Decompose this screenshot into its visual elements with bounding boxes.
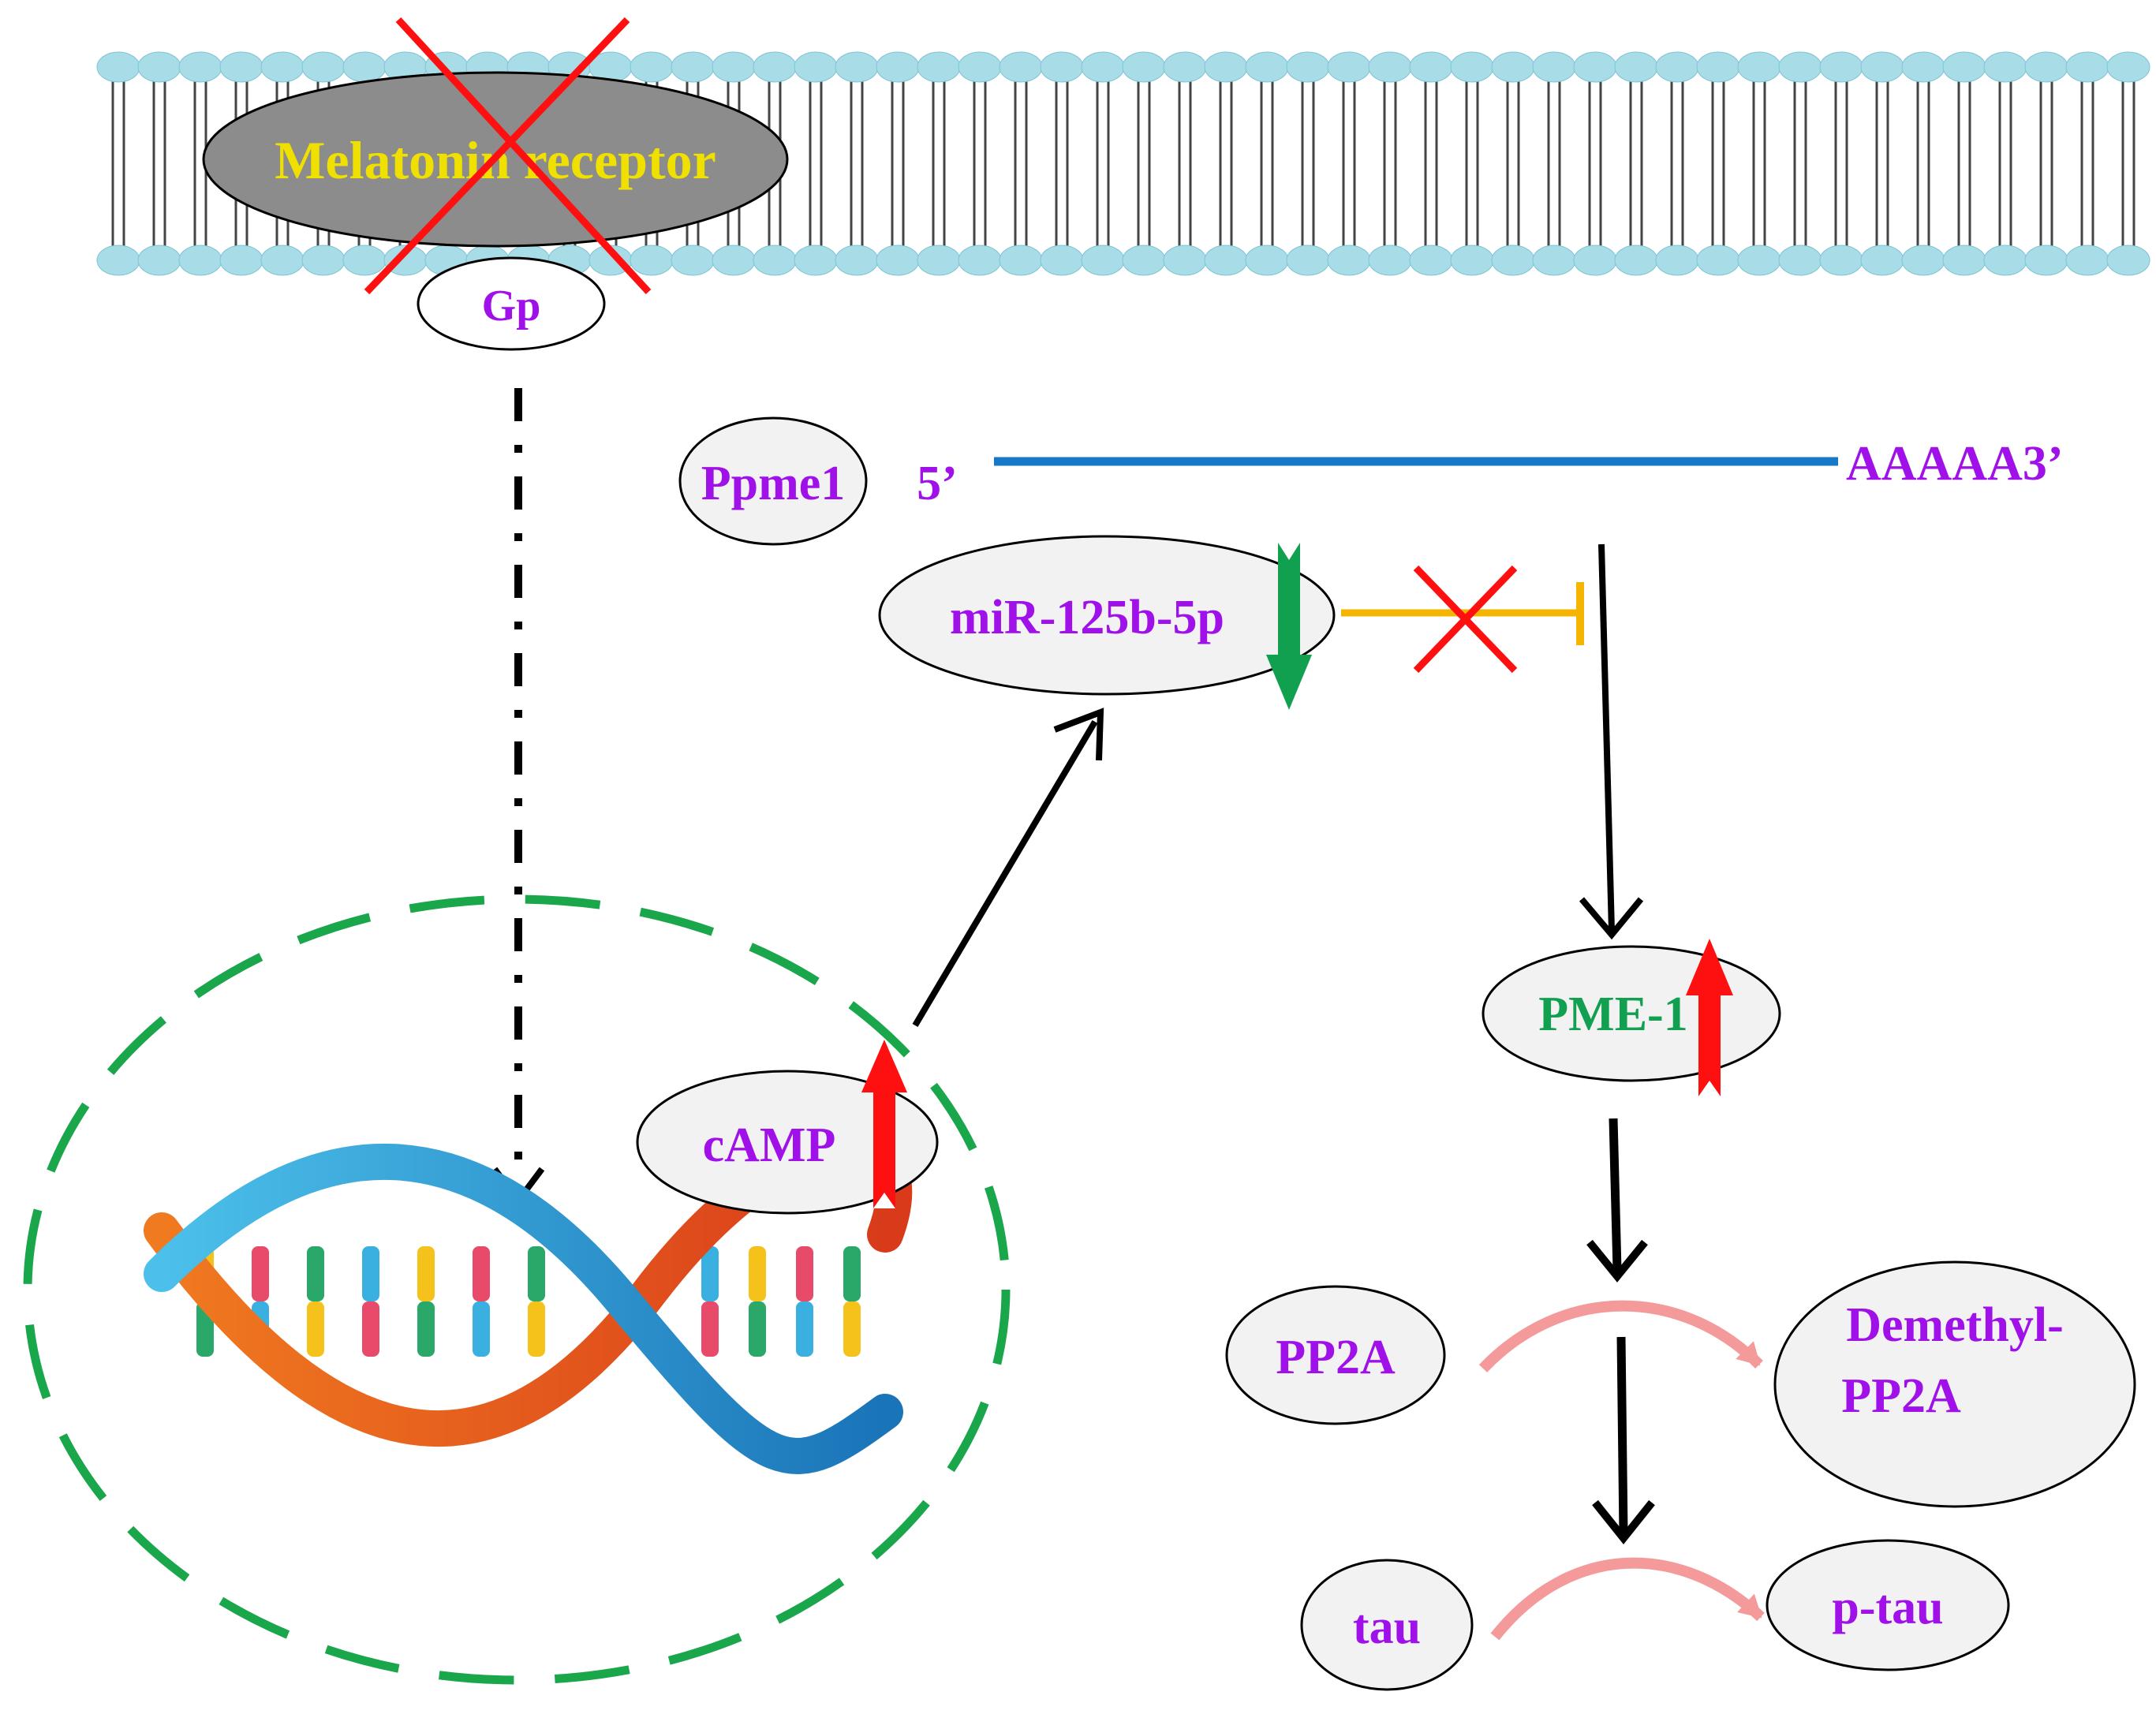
mrna-to-pme1-arrow (1579, 543, 1644, 940)
inhibition-block-cross-icon (1413, 565, 1518, 674)
ptau-node: p-tau (1766, 1539, 2010, 1671)
pp2a-node: PP2A (1225, 1285, 1446, 1425)
dna-helix-icon (144, 1128, 913, 1474)
camp-node: cAMP (636, 1070, 939, 1215)
lipid-heads-outer (96, 51, 2150, 83)
demethyl-pp2a-label-line2: PP2A (1841, 1369, 1961, 1423)
mir-node: miR-125b-5p (878, 535, 1336, 696)
demethyl-pp2a-label-line1: Demethyl- (1846, 1298, 2063, 1352)
pme1-node: PME-1 (1482, 945, 1781, 1082)
demethyl-pp2a-node: Demethyl- PP2A (1773, 1260, 2136, 1508)
tau-ellipse (1300, 1559, 1474, 1691)
camp-ellipse (636, 1070, 939, 1215)
ptau-ellipse (1766, 1539, 2010, 1671)
ppme1-node: Ppme1 (678, 416, 868, 546)
g-protein-ellipse (417, 256, 606, 351)
ppme1-label: Ppme1 (701, 457, 846, 510)
camp-up-arrow-icon (861, 1040, 907, 1208)
tau-node: tau (1300, 1559, 1474, 1691)
mir-ellipse (878, 535, 1336, 696)
pme1-down-arrow (1586, 1118, 1648, 1283)
tau-label: tau (1353, 1600, 1421, 1654)
demethyl-pp2a-ellipse (1773, 1260, 2136, 1508)
pme1-up-arrow-icon (1686, 939, 1733, 1096)
three-prime-label: AAAAA3’ (1846, 437, 2064, 491)
five-prime-label: 5’ (917, 457, 958, 510)
pp2a-label: PP2A (1276, 1331, 1396, 1384)
mir-down-arrow-icon (1266, 543, 1312, 710)
ptau-label: p-tau (1832, 1581, 1943, 1634)
camp-label: cAMP (703, 1118, 836, 1172)
pp2a-ellipse (1225, 1285, 1446, 1425)
g-protein-label: Gp (482, 282, 541, 330)
signal-dashdot-arrow (491, 388, 545, 1206)
pp2a-down-arrow (1592, 1336, 1655, 1545)
mir-label: miR-125b-5p (950, 591, 1224, 644)
receptor-block-cross-icon (364, 17, 652, 295)
pme1-label: PME-1 (1538, 988, 1687, 1041)
camp-to-mir-arrow (912, 708, 1104, 1028)
nucleus-dashed-outline (23, 894, 1011, 1685)
pp2a-demethylation-arrow (1478, 1300, 1763, 1372)
ppme1-ellipse (678, 416, 868, 546)
tau-phosphorylation-arrow (1490, 1557, 1765, 1641)
g-protein: Gp (417, 256, 606, 351)
